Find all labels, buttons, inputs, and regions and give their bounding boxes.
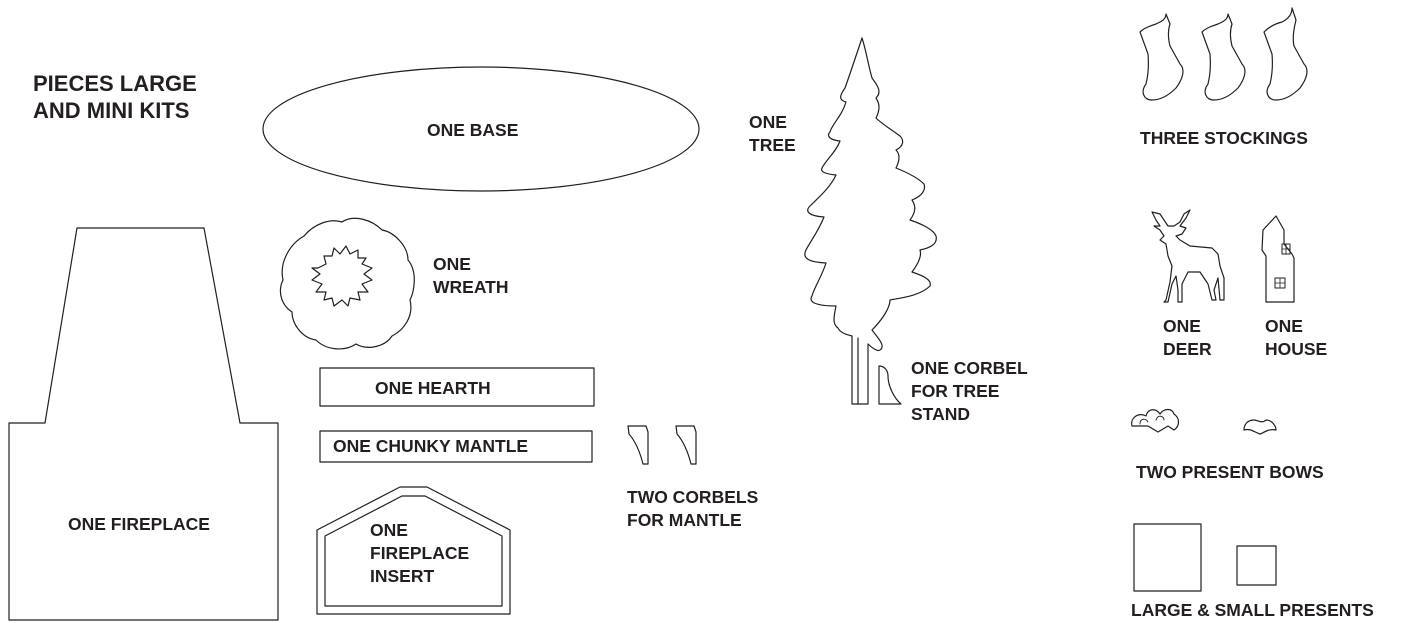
stocking-2-shape	[1201, 13, 1246, 101]
tree-label-line-1: ONE	[749, 112, 787, 132]
base-label: ONE BASE	[427, 120, 519, 140]
fireplace-insert-label: ONE FIREPLACE INSERT	[370, 519, 469, 588]
corbels-mantle-label-line-1: TWO CORBELS	[627, 487, 759, 507]
fireplace-insert-inner-shape	[324, 495, 503, 607]
corbel-tree-label: ONE CORBEL FOR TREE STAND	[911, 357, 1028, 426]
house-shape	[1261, 215, 1295, 303]
wreath-outer-shape	[279, 217, 415, 350]
deer-label-line-2: DEER	[1163, 339, 1212, 359]
page-title-line-1: PIECES LARGE	[33, 71, 197, 96]
bow-large-shape	[1131, 408, 1180, 433]
stockings-label: THREE STOCKINGS	[1140, 128, 1308, 148]
house-label-line-2: HOUSE	[1265, 339, 1328, 359]
fireplace-insert-label-line-2: FIREPLACE	[370, 543, 470, 563]
corbel-tree-label-line-3: STAND	[911, 404, 970, 424]
fireplace-insert-label-line-1: ONE	[370, 520, 408, 540]
deer-shape	[1151, 209, 1225, 303]
hearth-label: ONE HEARTH	[375, 378, 491, 398]
present-small-shape	[1236, 545, 1277, 586]
hearth-shape	[319, 367, 595, 407]
corbel-tree-label-line-2: FOR TREE	[911, 381, 1000, 401]
corbels-mantle-label-line-2: FOR MANTLE	[627, 510, 742, 530]
corbel-mantle-left-shape	[627, 425, 649, 465]
page-title-line-2: AND MINI KITS	[33, 98, 190, 123]
wreath-inner-shape	[311, 245, 373, 307]
present-large-shape	[1133, 523, 1202, 592]
corbel-tree-label-line-1: ONE CORBEL	[911, 358, 1028, 378]
bow-small-shape	[1243, 419, 1277, 435]
chunky-mantle-shape	[319, 430, 593, 463]
house-label: ONE HOUSE	[1265, 315, 1327, 361]
tree-label-line-2: TREE	[749, 135, 796, 155]
fireplace-insert-label-line-3: INSERT	[370, 566, 435, 586]
deer-label-line-1: ONE	[1163, 316, 1201, 336]
stocking-3-shape	[1263, 7, 1308, 101]
fireplace-shape	[8, 227, 279, 621]
stocking-1-shape	[1139, 13, 1184, 101]
corbel-mantle-right-shape	[675, 425, 697, 465]
tree-shape	[804, 37, 937, 405]
corbel-tree-shape	[878, 365, 902, 405]
fireplace-insert-outer-shape	[316, 486, 511, 615]
tree-label: ONE TREE	[749, 111, 796, 157]
base-shape	[262, 66, 700, 192]
wreath-label: ONE WREATH	[433, 253, 509, 299]
bows-label: TWO PRESENT BOWS	[1136, 462, 1324, 482]
house-label-line-1: ONE	[1265, 316, 1303, 336]
deer-label: ONE DEER	[1163, 315, 1212, 361]
wreath-label-line-2: WREATH	[433, 277, 509, 297]
page-title: PIECES LARGE AND MINI KITS	[33, 70, 197, 124]
presents-label: LARGE & SMALL PRESENTS	[1131, 600, 1374, 620]
corbels-mantle-label: TWO CORBELS FOR MANTLE	[627, 486, 758, 532]
chunky-mantle-label: ONE CHUNKY MANTLE	[333, 436, 529, 456]
wreath-label-line-1: ONE	[433, 254, 471, 274]
fireplace-label: ONE FIREPLACE	[68, 514, 210, 534]
